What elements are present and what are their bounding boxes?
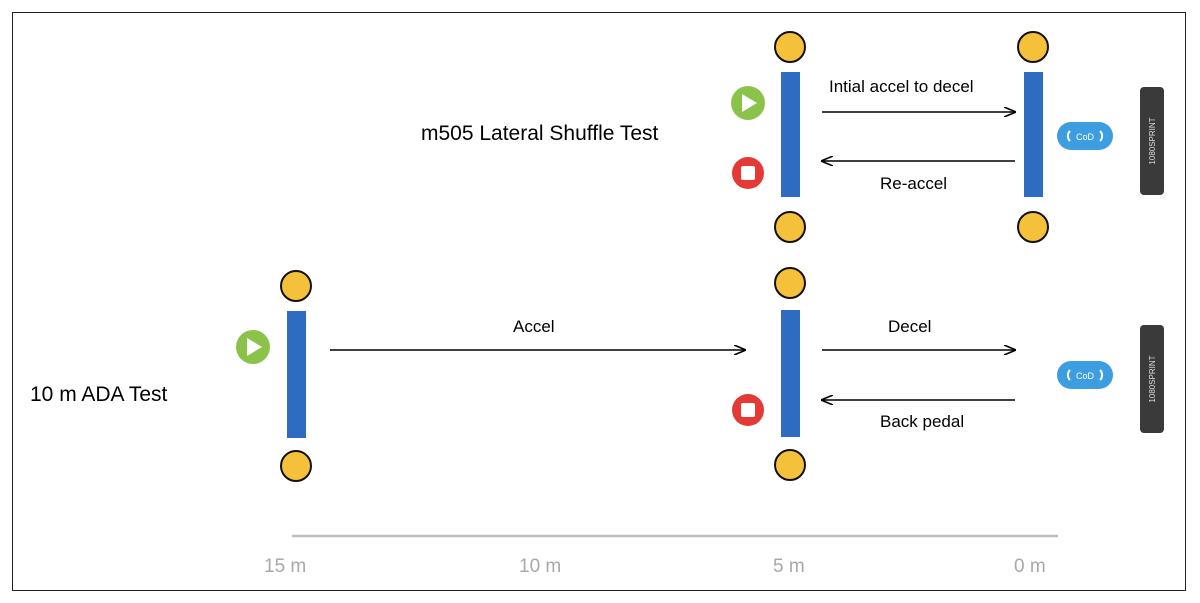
sprint-device-icon: 1080SPRINT: [1140, 325, 1164, 433]
timing-gate: [1024, 72, 1043, 197]
label-re-accel: Re-accel: [880, 174, 948, 193]
cone-icon: [280, 270, 312, 302]
label-back-pedal: Back pedal: [880, 412, 965, 431]
cone-icon: [1017, 211, 1049, 243]
axis-tick-10m: 10 m: [519, 556, 562, 577]
label-decel: Decel: [888, 317, 932, 336]
cone-icon: [774, 449, 806, 481]
diagram-frame: [12, 12, 1186, 591]
timing-gate: [287, 311, 306, 438]
shuffle-test-title: m505 Lateral Shuffle Test: [421, 122, 659, 145]
cone-icon: [774, 211, 806, 243]
cone-icon: [774, 267, 806, 299]
ada-test-title: 10 m ADA Test: [30, 383, 168, 406]
axis-tick-15m: 15 m: [264, 556, 307, 577]
cone-icon: [774, 31, 806, 63]
sprint-device-icon: 1080SPRINT: [1140, 87, 1164, 195]
label-initial-accel: Intial accel to decel: [829, 77, 974, 96]
cod-label: CoD: [1076, 132, 1095, 142]
play-icon: [731, 86, 765, 120]
stop-icon: [732, 394, 764, 426]
device-label: 1080SPRINT: [1148, 117, 1157, 164]
timing-gate: [781, 72, 800, 197]
axis-tick-5m: 5 m: [773, 556, 805, 577]
play-icon: [236, 330, 270, 364]
cone-icon: [280, 450, 312, 482]
cone-icon: [1017, 31, 1049, 63]
device-label: 1080SPRINT: [1148, 355, 1157, 402]
cod-label: CoD: [1076, 371, 1095, 381]
axis-tick-0m: 0 m: [1014, 556, 1046, 577]
label-accel: Accel: [513, 317, 555, 336]
stop-icon: [732, 157, 764, 189]
change-of-direction-icon: CoD: [1057, 361, 1113, 389]
timing-gate: [781, 310, 800, 437]
change-of-direction-icon: CoD: [1057, 122, 1113, 150]
